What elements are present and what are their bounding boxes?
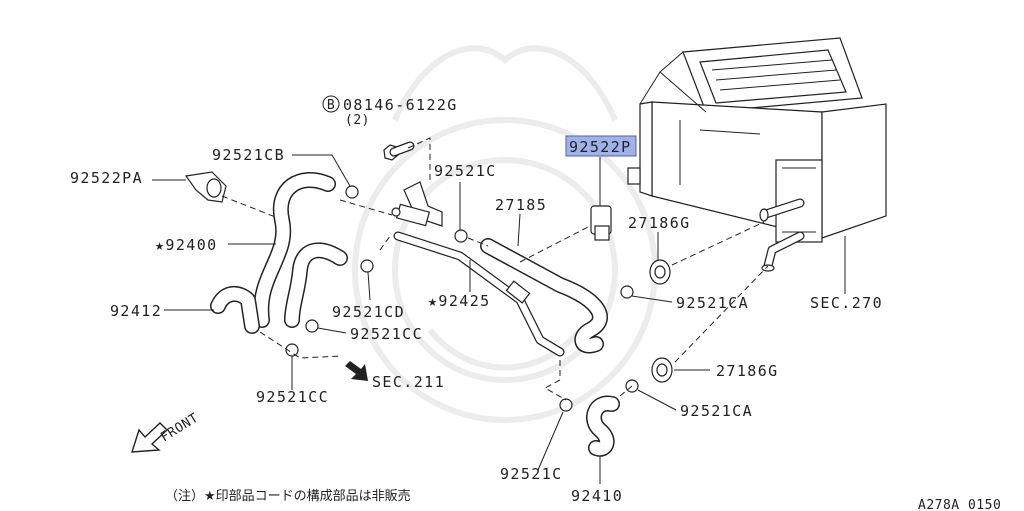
diagram-code: A278A 0150 xyxy=(918,498,1001,511)
label-92521CD[interactable]: 92521CD xyxy=(332,303,405,321)
hose-27185 xyxy=(480,238,608,354)
label-27185[interactable]: 27185 xyxy=(495,196,547,214)
hose-92412 xyxy=(210,286,260,334)
label-92521CC-bottom[interactable]: 92521CC xyxy=(256,388,329,406)
assembly-lines xyxy=(221,137,769,401)
label-92521CB[interactable]: 92521CB xyxy=(212,146,285,164)
grommet-27186G-top xyxy=(649,259,671,285)
label-92522PA[interactable]: 92522PA xyxy=(70,169,143,187)
label-bolt-qty: (2) xyxy=(345,113,370,128)
bolt-08146-6122G xyxy=(383,141,415,161)
label-sec-270[interactable]: SEC.270 xyxy=(810,294,883,312)
clamp-92521C-top xyxy=(454,229,468,243)
clamp-92521CB xyxy=(345,185,359,199)
clip-92522PA xyxy=(184,171,227,203)
label-27186G-top[interactable]: 27186G xyxy=(628,214,691,232)
label-08146-6122G[interactable]: 08146-6122G xyxy=(343,96,458,114)
pipe-92425 xyxy=(393,231,565,357)
label-92400[interactable]: ★92400 xyxy=(155,236,218,254)
bolt-ref-symbol: B xyxy=(327,98,335,113)
label-92521C-top[interactable]: 92521C xyxy=(434,162,497,180)
bolt-ref-circle-icon xyxy=(322,95,340,113)
hose-clamps xyxy=(285,185,639,412)
label-92521CA-bottom[interactable]: 92521CA xyxy=(680,402,753,420)
clamp-92521CD xyxy=(360,259,374,273)
hose-92400 xyxy=(253,172,348,328)
label-92425[interactable]: ★92425 xyxy=(428,292,491,310)
heater-unit xyxy=(627,37,887,272)
label-27186G-bottom[interactable]: 27186G xyxy=(716,362,779,380)
sec211-arrow-icon xyxy=(345,361,368,381)
front-arrow-icon xyxy=(131,422,169,453)
label-92521C-bottom[interactable]: 92521C xyxy=(500,465,563,483)
label-92521CA-top[interactable]: 92521CA xyxy=(676,294,749,312)
clamp-92521C-bottom xyxy=(559,398,573,412)
clamp-92521CC-right xyxy=(305,319,319,333)
grommet-27186G-bottom xyxy=(651,357,673,383)
hose-92410 xyxy=(586,395,620,457)
footnote: （注）★印部品コードの構成部品は非販売 xyxy=(165,488,411,504)
label-92522P[interactable]: 92522P xyxy=(569,138,632,156)
leader-lines xyxy=(152,154,846,484)
label-front: FRONT xyxy=(158,411,201,446)
clamp-92521CA-top xyxy=(620,285,634,299)
label-sec-211[interactable]: SEC.211 xyxy=(372,373,445,391)
highlight-92522P xyxy=(565,135,637,157)
valve-bracket xyxy=(391,181,443,227)
label-92521CC-right[interactable]: 92521CC xyxy=(350,325,423,343)
valve-92522P xyxy=(590,205,612,241)
label-92410[interactable]: 92410 xyxy=(571,487,623,505)
label-92412[interactable]: 92412 xyxy=(110,302,162,320)
